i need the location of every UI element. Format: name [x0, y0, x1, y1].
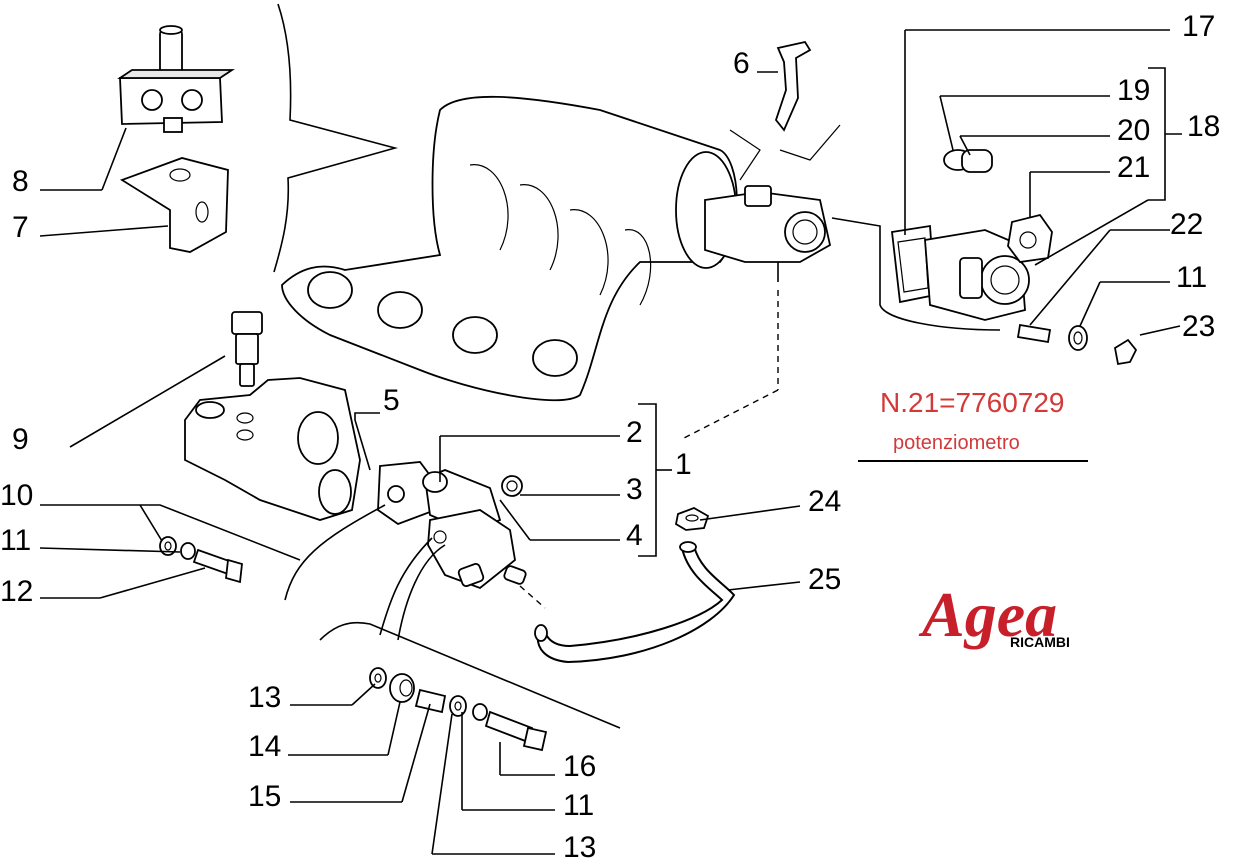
callout-13-top: 13 [248, 681, 281, 714]
note-part-description: potenziometro [893, 432, 1020, 454]
callout-4: 4 [626, 519, 643, 552]
logo-subtitle: RICAMBI [1010, 634, 1070, 650]
callout-17: 17 [1182, 10, 1215, 43]
callout-13-bottom: 13 [563, 831, 596, 858]
part-9-temperature-sensor [231, 311, 263, 387]
callout-11-bottom: 11 [563, 789, 594, 822]
callout-12: 12 [0, 575, 33, 608]
callout-25: 25 [808, 563, 841, 596]
part-5-flange [377, 461, 433, 526]
callout-22: 22 [1170, 208, 1203, 241]
agea-logo: Agea RICAMBI [918, 579, 1070, 650]
logo-wordmark: Agea [918, 579, 1057, 650]
callout-14: 14 [248, 730, 281, 763]
callout-7: 7 [12, 211, 29, 244]
parts-13-14-15-16-fasteners [369, 667, 548, 752]
coolant-housing [184, 377, 361, 521]
callout-24: 24 [808, 485, 841, 518]
part-2-actuator [422, 469, 527, 590]
callout-11-left: 11 [0, 524, 31, 557]
throttle-body-detail [831, 149, 1138, 366]
callout-20: 20 [1117, 114, 1150, 147]
part-25-hose [534, 541, 736, 664]
callout-6: 6 [733, 47, 750, 80]
callout-15: 15 [248, 780, 281, 813]
throttle-body-assembled [704, 185, 832, 282]
intake-manifold [281, 95, 738, 402]
part-24-clamp [674, 507, 710, 531]
callout-21: 21 [1117, 151, 1150, 184]
callout-19: 19 [1117, 74, 1150, 107]
callout-1: 1 [675, 448, 692, 481]
callout-23: 23 [1182, 310, 1215, 343]
detail-panel-bracket [39, 3, 399, 273]
part-3-clamp [501, 475, 523, 497]
callout-3: 3 [626, 473, 643, 506]
callout-5: 5 [383, 384, 400, 417]
callout-18: 18 [1187, 110, 1220, 143]
parts-10-11-12-fasteners [159, 536, 243, 584]
part-6-clip [774, 40, 812, 132]
note-part-code: N.21=7760729 [880, 387, 1065, 418]
callout-10: 10 [0, 479, 33, 512]
callout-9: 9 [12, 423, 29, 456]
callout-8: 8 [12, 165, 29, 198]
part-7-bracket [119, 157, 229, 253]
callout-11-right: 11 [1176, 261, 1207, 294]
callout-16: 16 [563, 750, 596, 783]
callout-2: 2 [626, 416, 643, 449]
part-8-clamp [117, 25, 235, 133]
